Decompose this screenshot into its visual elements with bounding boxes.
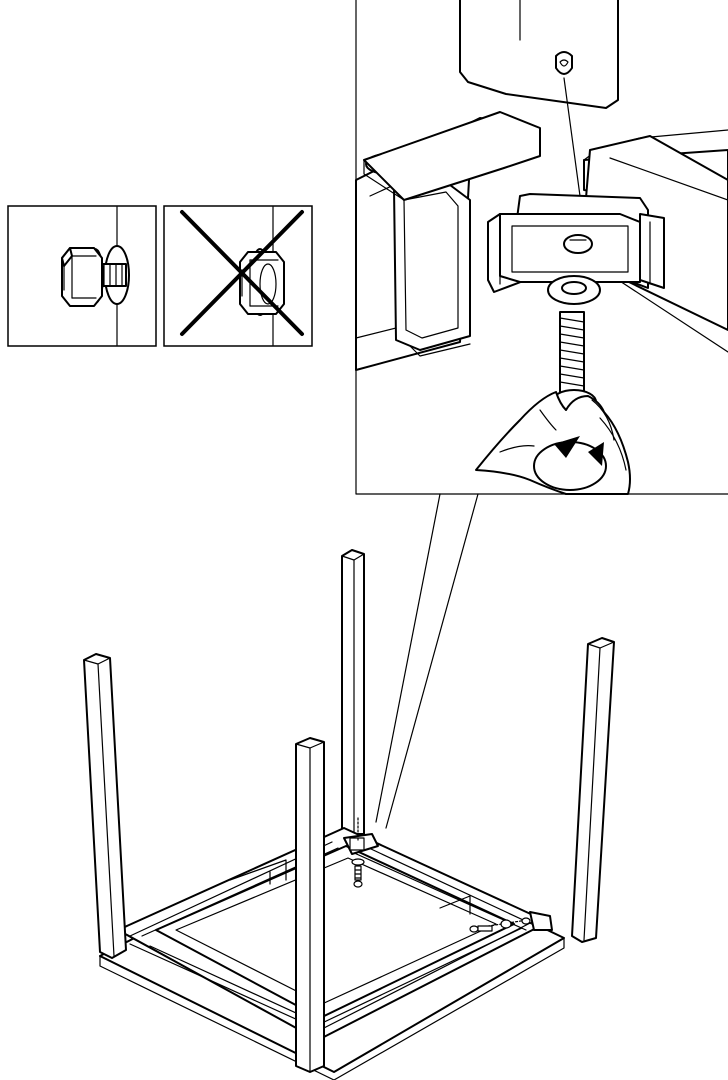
screw-icon — [469, 917, 541, 933]
table-leg-front — [295, 737, 325, 1073]
frame-rails-detail — [355, 111, 728, 371]
table-leg-left — [83, 653, 127, 959]
table-leg-right — [571, 637, 615, 943]
hex-bolt-without-washer-icon — [239, 248, 285, 316]
clockwise-arrow-icon — [533, 436, 607, 491]
detail-panel — [355, 0, 728, 495]
table-leg-detail — [459, 0, 619, 109]
hex-bolt-with-washer-icon — [61, 245, 130, 307]
spring-washer-icon — [547, 275, 601, 305]
detail-callout-pointer — [375, 493, 479, 829]
screw-icon — [351, 858, 365, 888]
bolt-hole-detail — [563, 234, 593, 254]
hand-icon — [475, 391, 631, 495]
hint-panel-correct — [7, 205, 157, 347]
corner-bracket-back — [343, 817, 379, 855]
table-leg-back — [341, 549, 365, 835]
corner-bracket-right — [529, 911, 553, 931]
cross-out-icon — [180, 210, 304, 336]
hint-panel-incorrect — [163, 205, 313, 347]
alignment-line — [563, 77, 581, 197]
table-assembly — [83, 549, 615, 1080]
apron-frame — [117, 827, 549, 1041]
